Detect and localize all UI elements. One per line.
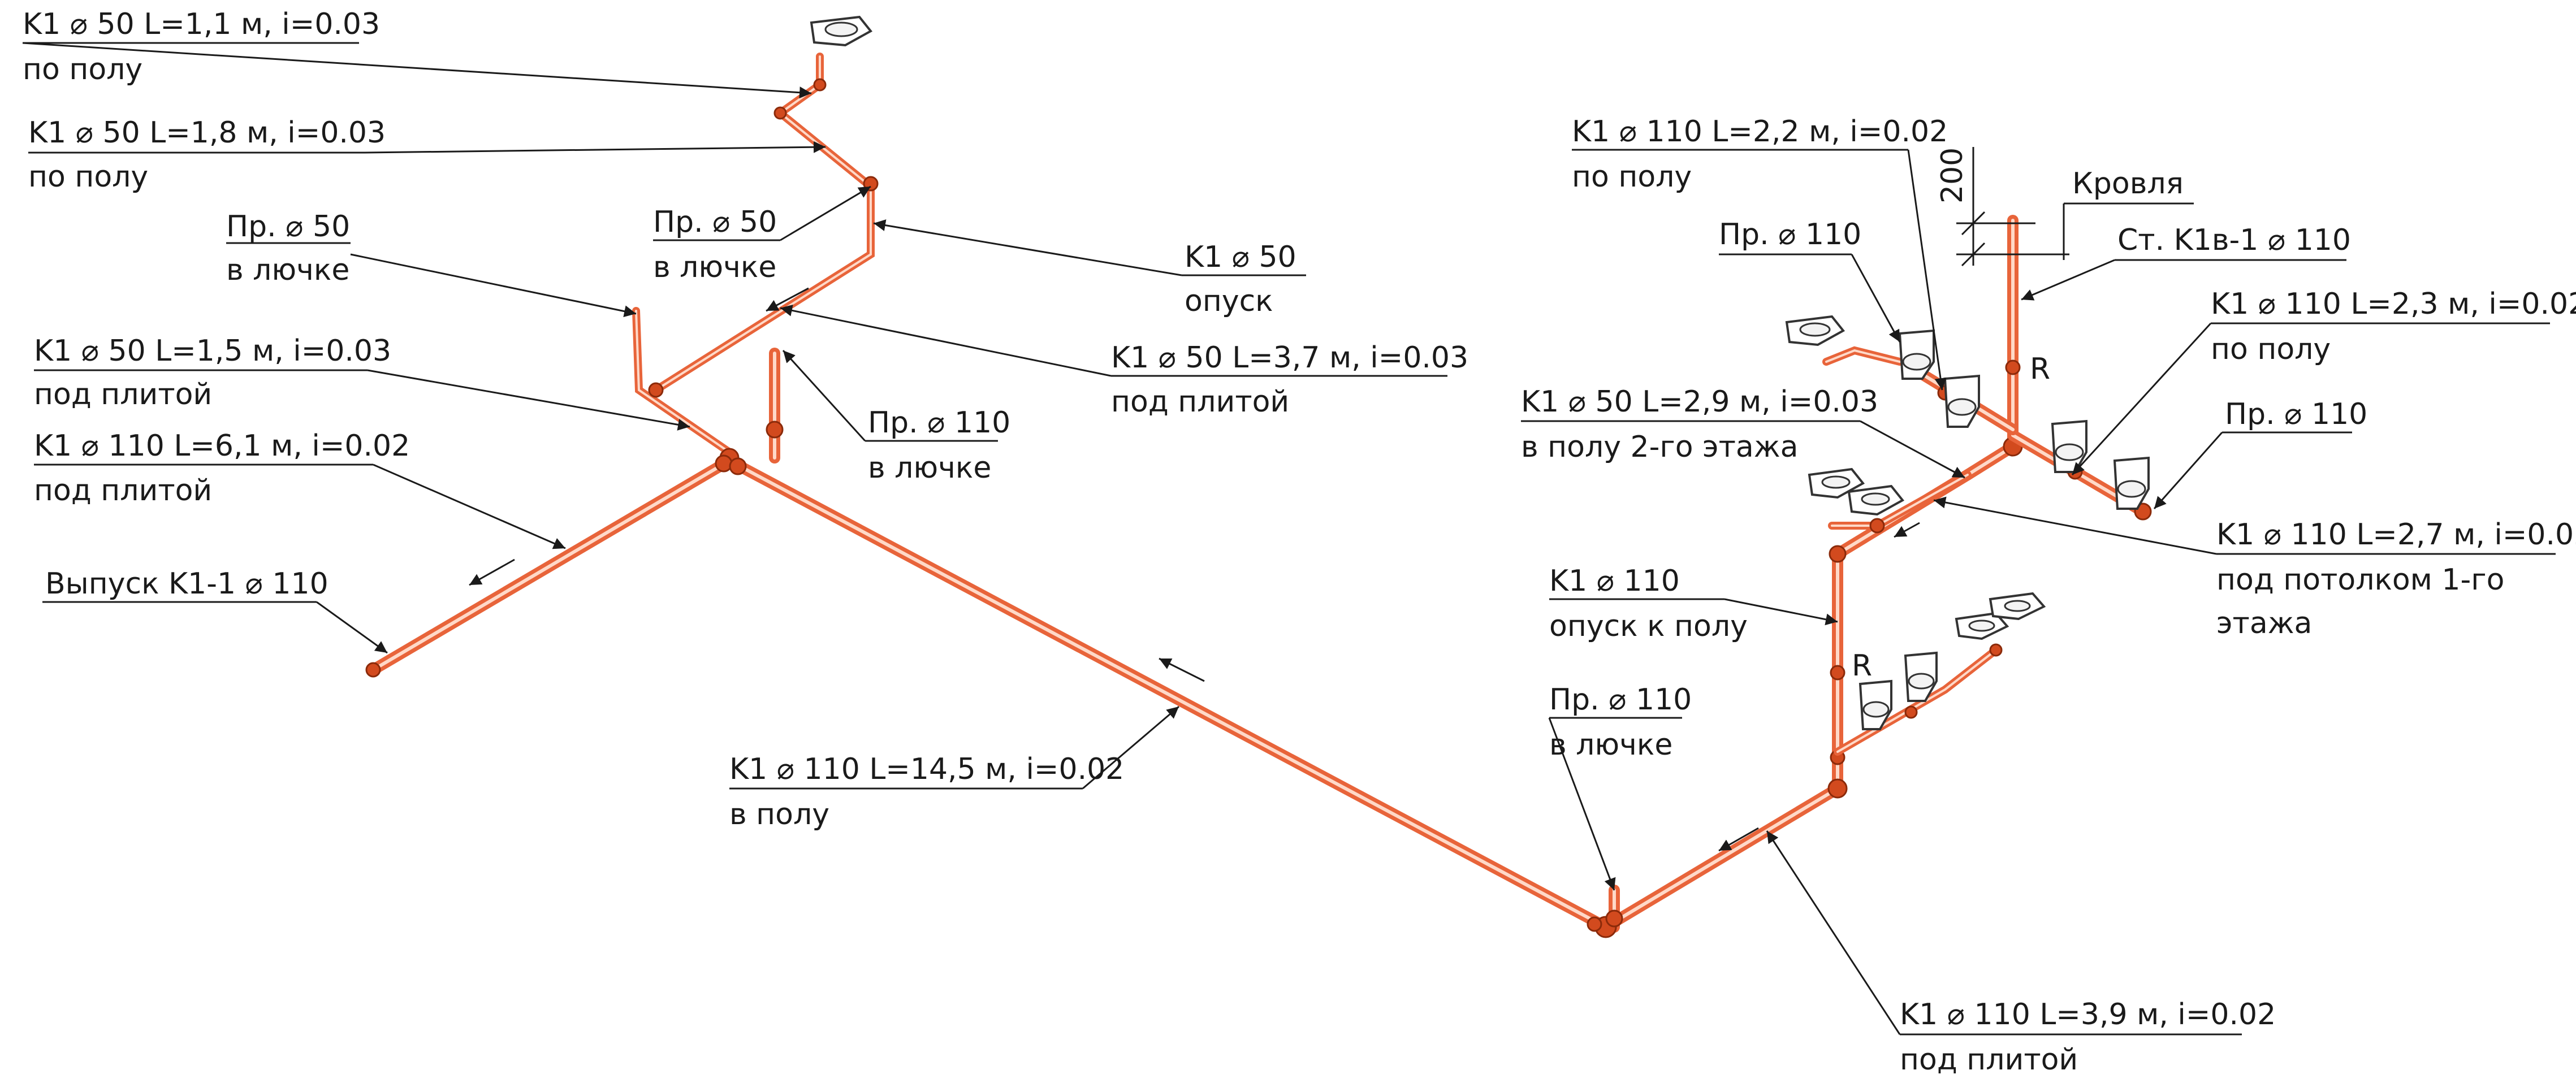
svg-text:по полу: по полу (1572, 160, 1692, 194)
callout-pr-50-center: Пр. ⌀ 50 в лючке (653, 185, 871, 284)
svg-text:в лючке: в лючке (868, 451, 991, 485)
svg-text:K1 ⌀ 50 L=2,9 м, i=0.03: K1 ⌀ 50 L=2,9 м, i=0.03 (1521, 385, 1878, 419)
roof-dimension: 200 (1935, 147, 2069, 267)
callout-k1-110-l2-7: K1 ⌀ 110 L=2,7 м, i=0.02 под потолком 1-… (1933, 496, 2576, 640)
callout-k1-110-l14-5: K1 ⌀ 110 L=14,5 м, i=0.02 в полу (729, 705, 1179, 831)
svg-text:Кровля: Кровля (2072, 167, 2184, 201)
callout-k1-110-descent: K1 ⌀ 110 опуск к полу (1549, 564, 1838, 643)
svg-text:по полу: по полу (28, 160, 148, 194)
flow-arrows (469, 287, 1920, 852)
washbasin-fixture (1785, 315, 1845, 346)
callout-pr-110-upper: Пр. ⌀ 110 (1719, 218, 1901, 343)
toilet-fixture (1943, 374, 1980, 428)
svg-text:в лючке: в лючке (653, 250, 776, 284)
svg-text:Пр. ⌀ 50: Пр. ⌀ 50 (226, 210, 350, 244)
svg-text:K1 ⌀ 50 L=3,7 м, i=0.03: K1 ⌀ 50 L=3,7 м, i=0.03 (1111, 341, 1468, 375)
svg-text:K1 ⌀ 50 L=1,8 м, i=0.03: K1 ⌀ 50 L=1,8 м, i=0.03 (28, 116, 386, 150)
svg-text:K1 ⌀ 110 L=2,3 м, i=0.02: K1 ⌀ 110 L=2,3 м, i=0.02 (2211, 287, 2576, 321)
svg-text:по полу: по полу (2211, 332, 2331, 366)
callout-pr-110-junction: Пр. ⌀ 110 в лючке (782, 349, 1010, 485)
callout-pr-50-left: Пр. ⌀ 50 в лючке (226, 210, 637, 318)
svg-text:K1 ⌀ 110 L=3,9 м, i=0.02: K1 ⌀ 110 L=3,9 м, i=0.02 (1900, 998, 2276, 1032)
svg-text:Пр. ⌀ 110: Пр. ⌀ 110 (868, 406, 1010, 440)
svg-text:опуск к полу: опуск к полу (1549, 609, 1748, 643)
svg-text:Пр. ⌀ 110: Пр. ⌀ 110 (2225, 397, 2367, 431)
svg-text:K1 ⌀ 50 L=1,5 м, i=0.03: K1 ⌀ 50 L=1,5 м, i=0.03 (34, 334, 391, 368)
callout-outlet-k1-1: Выпуск K1-1 ⌀ 110 (42, 567, 388, 654)
dimension-value: 200 (1935, 148, 1969, 203)
svg-text:опуск: опуск (1185, 284, 1273, 318)
callout-k1-50-l1-8: K1 ⌀ 50 L=1,8 м, i=0.03 по полу (28, 116, 826, 194)
pipe-network-left (365, 53, 1611, 933)
svg-text:K1 ⌀ 110 L=2,7 м, i=0.02: K1 ⌀ 110 L=2,7 м, i=0.02 (2216, 518, 2576, 552)
washbasin-fixture (1955, 612, 2009, 640)
svg-text:в лючке: в лючке (226, 253, 349, 287)
riser-mark: R (2030, 352, 2050, 386)
toilet-fixture (1904, 651, 1938, 702)
svg-text:под плитой: под плитой (1900, 1043, 2078, 1077)
callout-k1-110-l2-3: K1 ⌀ 110 L=2,3 м, i=0.02 по полу (2071, 287, 2576, 476)
callout-pr-110-lower: Пр. ⌀ 110 в лючке (1548, 683, 1692, 891)
svg-text:под потолком 1-го: под потолком 1-го (2216, 563, 2504, 597)
toilet-fixture (2051, 419, 2087, 473)
svg-text:K1 ⌀ 50: K1 ⌀ 50 (1185, 240, 1296, 274)
svg-text:K1 ⌀ 110 L=2,2 м, i=0.02: K1 ⌀ 110 L=2,2 м, i=0.02 (1572, 115, 1948, 149)
washbasin-fixture (1808, 467, 1865, 499)
callout-k1-110-l6-1: K1 ⌀ 110 L=6,1 м, i=0.02 под плитой (34, 429, 566, 549)
callout-k1-50-l2-9: K1 ⌀ 50 L=2,9 м, i=0.03 в полу 2-го этаж… (1521, 385, 1965, 479)
callout-k1-110-l3-9: K1 ⌀ 110 L=3,9 м, i=0.02 под плитой (1766, 830, 2276, 1077)
svg-text:этажа: этажа (2216, 607, 2312, 640)
svg-text:в полу: в полу (729, 798, 829, 831)
svg-text:по полу: по полу (23, 53, 142, 86)
svg-text:Выпуск K1-1 ⌀ 110: Выпуск K1-1 ⌀ 110 (45, 567, 329, 601)
svg-text:Ст. K1в-1 ⌀ 110: Ст. K1в-1 ⌀ 110 (2117, 223, 2351, 257)
callout-roof: Кровля (2064, 167, 2194, 205)
washbasin-fixture (1989, 592, 2046, 621)
callout-k1-50-l1-1: K1 ⌀ 50 L=1,1 м, i=0.03 по полу (22, 7, 812, 99)
svg-text:в полу 2-го этажа: в полу 2-го этажа (1521, 430, 1798, 464)
callout-k1-110-l2-2: K1 ⌀ 110 L=2,2 м, i=0.02 по полу (1572, 115, 1948, 391)
washbasin-fixture (1847, 484, 1905, 516)
toilet-fixture (1858, 679, 1892, 730)
washbasin-fixture (810, 15, 873, 47)
svg-text:K1 ⌀ 110 L=14,5 м, i=0.02: K1 ⌀ 110 L=14,5 м, i=0.02 (729, 752, 1124, 786)
svg-text:Пр. ⌀ 110: Пр. ⌀ 110 (1719, 218, 1861, 252)
svg-text:Пр. ⌀ 50: Пр. ⌀ 50 (653, 205, 777, 239)
callout-stack-k1v-1: Ст. K1в-1 ⌀ 110 (2021, 223, 2351, 301)
riser-mark: R (1852, 649, 1872, 683)
callout-pr-110-right: Пр. ⌀ 110 (2153, 397, 2367, 509)
svg-text:под плитой: под плитой (34, 378, 212, 411)
svg-text:K1 ⌀ 50 L=1,1 м, i=0.03: K1 ⌀ 50 L=1,1 м, i=0.03 (23, 7, 380, 41)
svg-text:под плитой: под плитой (1111, 385, 1289, 419)
callout-k1-50-l1-5: K1 ⌀ 50 L=1,5 м, i=0.03 под плитой (34, 334, 690, 431)
toilet-fixture (1898, 329, 1935, 380)
callout-k1-50-descent: K1 ⌀ 50 опуск (873, 219, 1306, 318)
callout-k1-50-l3-7: K1 ⌀ 50 L=3,7 м, i=0.03 под плитой (780, 304, 1468, 419)
svg-text:Пр. ⌀ 110: Пр. ⌀ 110 (1549, 683, 1692, 717)
toilet-fixture (2113, 456, 2150, 510)
svg-text:в лючке: в лючке (1549, 728, 1672, 762)
svg-text:под плитой: под плитой (34, 474, 212, 508)
svg-text:K1 ⌀ 110 L=6,1 м, i=0.02: K1 ⌀ 110 L=6,1 м, i=0.02 (34, 429, 410, 463)
svg-text:K1 ⌀ 110: K1 ⌀ 110 (1549, 564, 1680, 598)
